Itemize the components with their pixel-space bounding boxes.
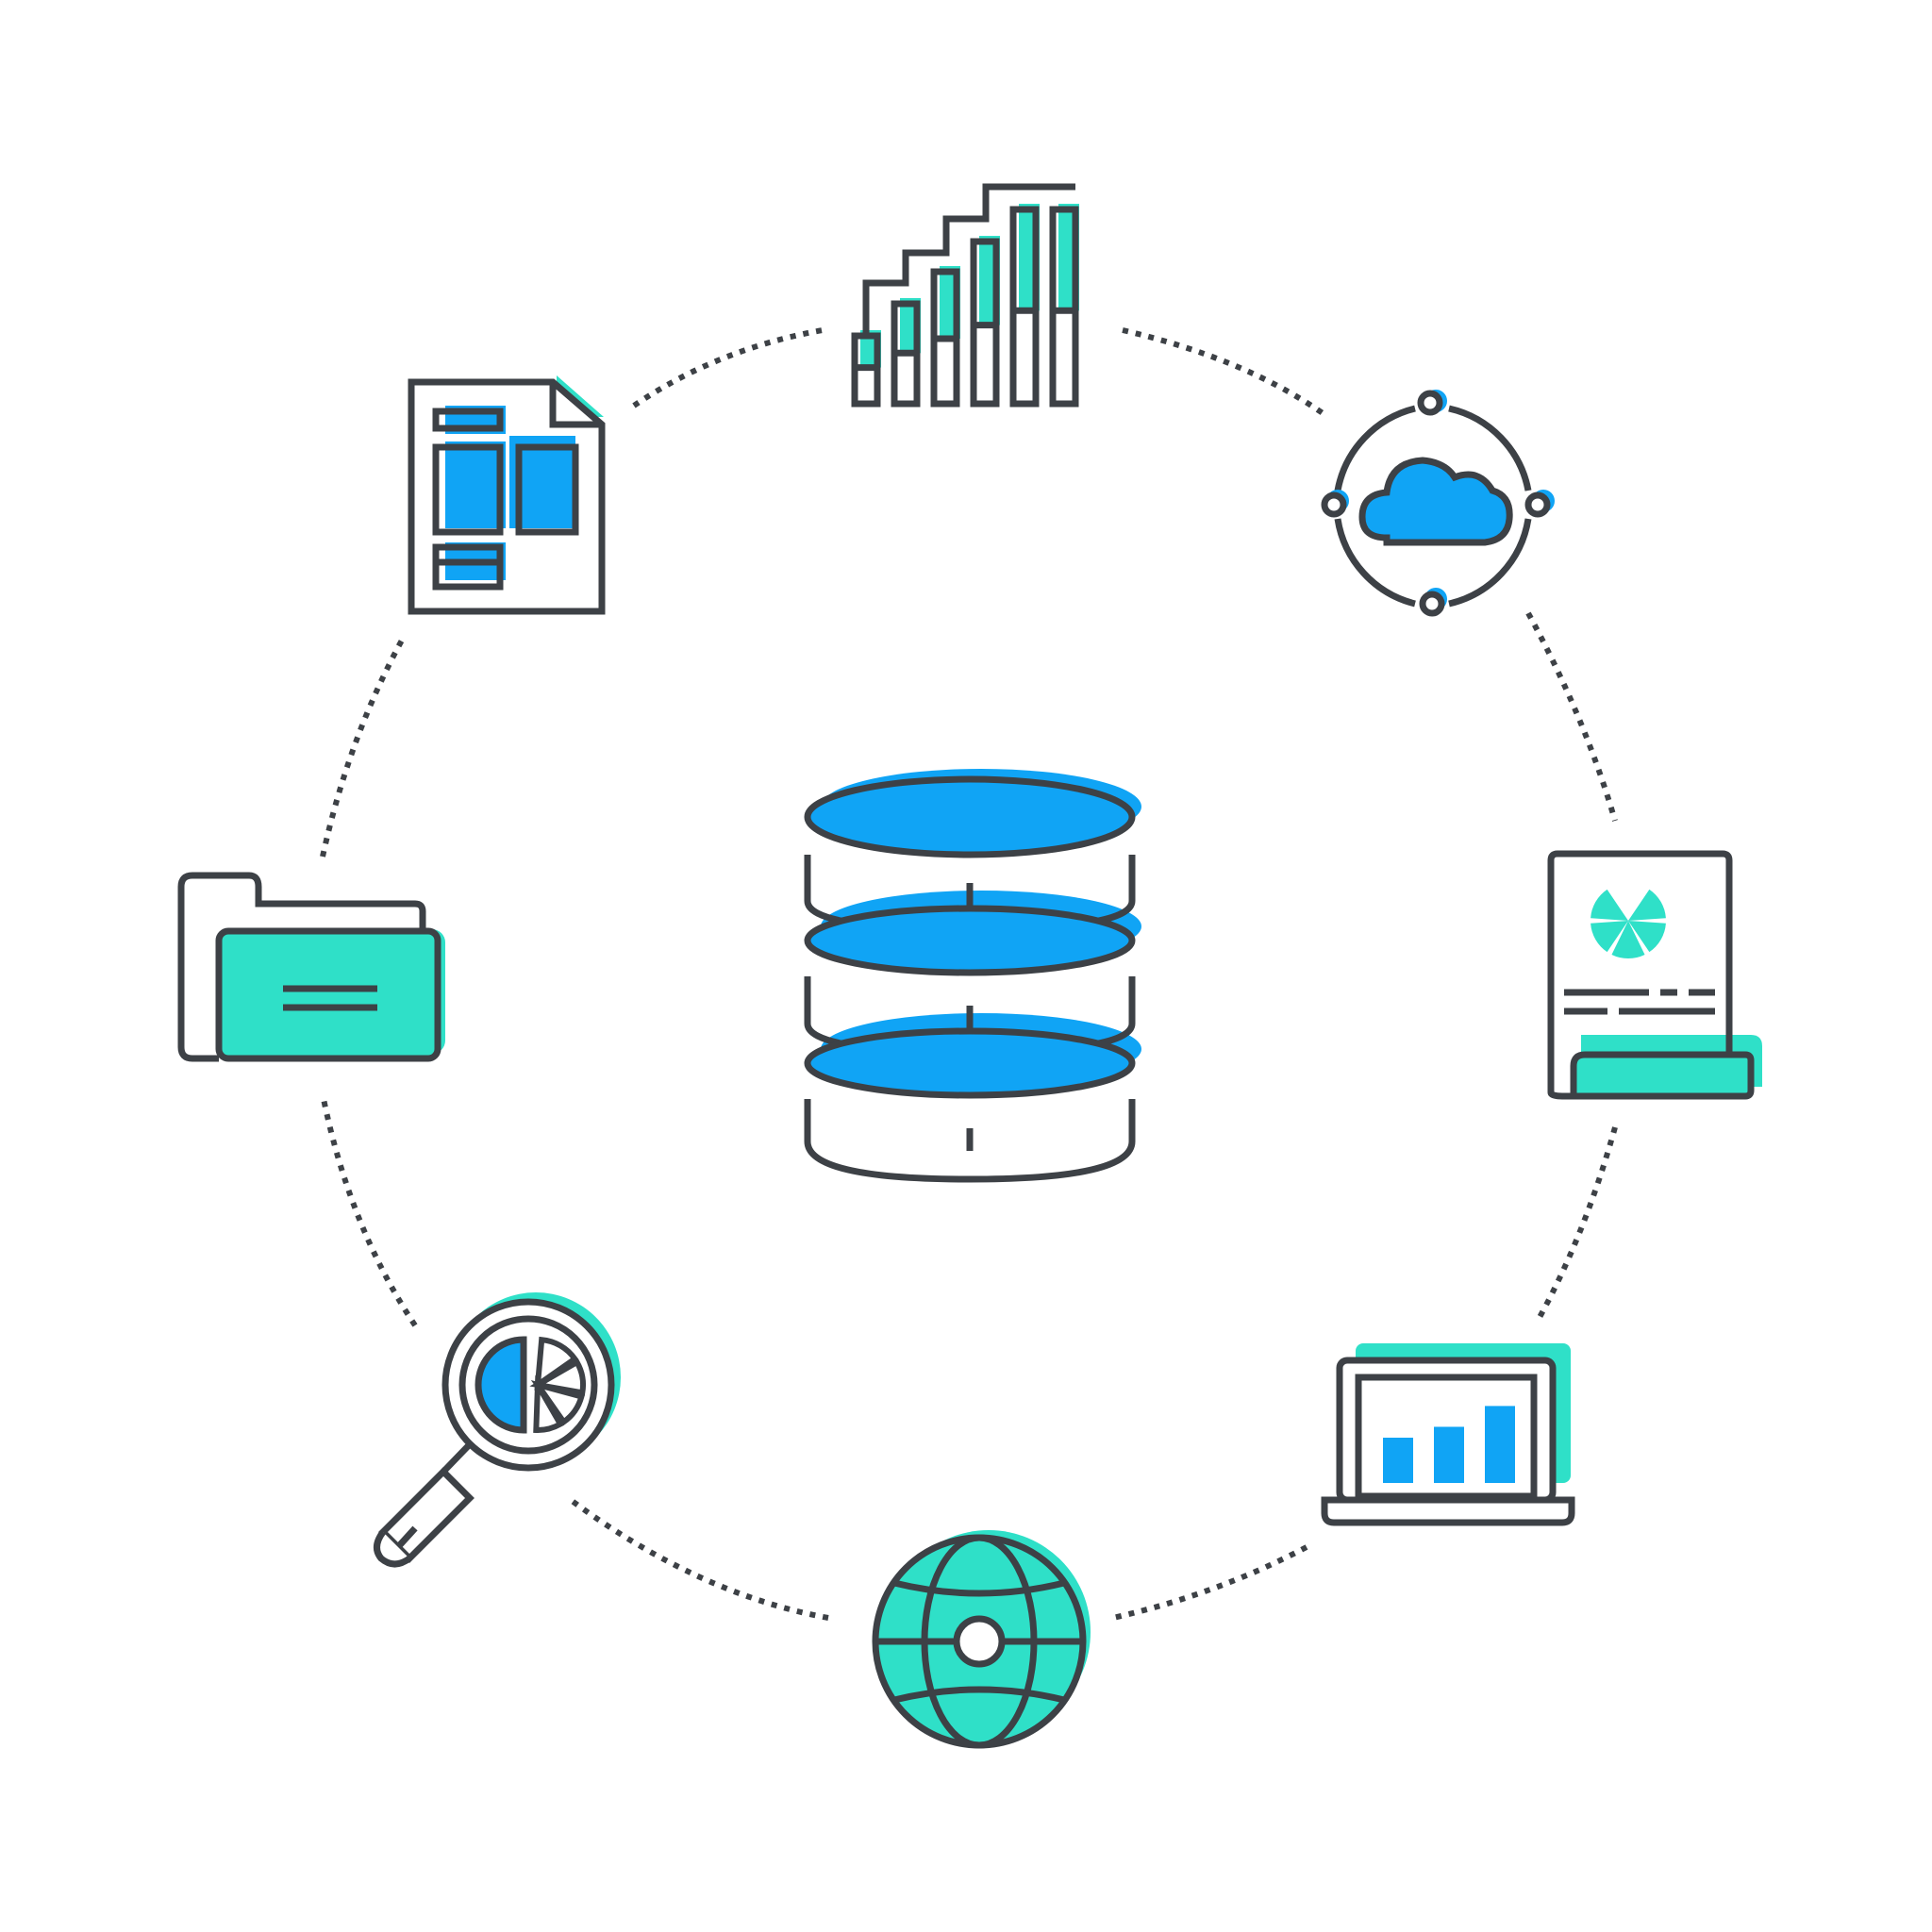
folder-icon bbox=[177, 872, 445, 1062]
laptop-chart-bar bbox=[1434, 1426, 1464, 1483]
database-icon bbox=[804, 769, 1141, 1183]
report-pie-slice bbox=[1591, 889, 1628, 921]
laptop-chart-icon bbox=[1321, 1343, 1575, 1526]
connector-left-lower bbox=[320, 1093, 418, 1327]
laptop-chart-bar bbox=[1485, 1406, 1515, 1483]
connector-top-left bbox=[632, 327, 824, 408]
report-pie-slice bbox=[1611, 921, 1645, 958]
growth-bar bbox=[1009, 206, 1040, 408]
report-pie-slice bbox=[1628, 921, 1666, 953]
report-pie-slice bbox=[1628, 889, 1666, 921]
pie-chart-report-icon bbox=[1547, 850, 1762, 1100]
report-pie-slice bbox=[1591, 921, 1628, 953]
connector-bottom-right bbox=[1112, 1544, 1308, 1621]
dotted-connectors bbox=[320, 327, 1618, 1621]
growth-bar bbox=[1049, 206, 1079, 408]
connector-right-lower bbox=[1535, 1126, 1618, 1323]
laptop-chart-bar bbox=[1383, 1438, 1413, 1483]
magnifier-pie-chart-icon bbox=[374, 1292, 621, 1568]
bar-chart-growth-icon bbox=[851, 183, 1079, 408]
connector-bottom-left bbox=[569, 1497, 829, 1621]
connector-right-upper bbox=[1525, 611, 1618, 822]
connector-top-right bbox=[1122, 327, 1327, 418]
magnifier-pie-slice bbox=[534, 1336, 579, 1391]
globe-icon bbox=[872, 1530, 1091, 1749]
magnifier-pie-slice bbox=[530, 1379, 586, 1426]
magnifier-pie-slice bbox=[533, 1374, 565, 1433]
layout-document-icon bbox=[408, 375, 606, 615]
connector-left-upper bbox=[320, 635, 407, 858]
cloud-network-icon bbox=[1321, 390, 1555, 617]
